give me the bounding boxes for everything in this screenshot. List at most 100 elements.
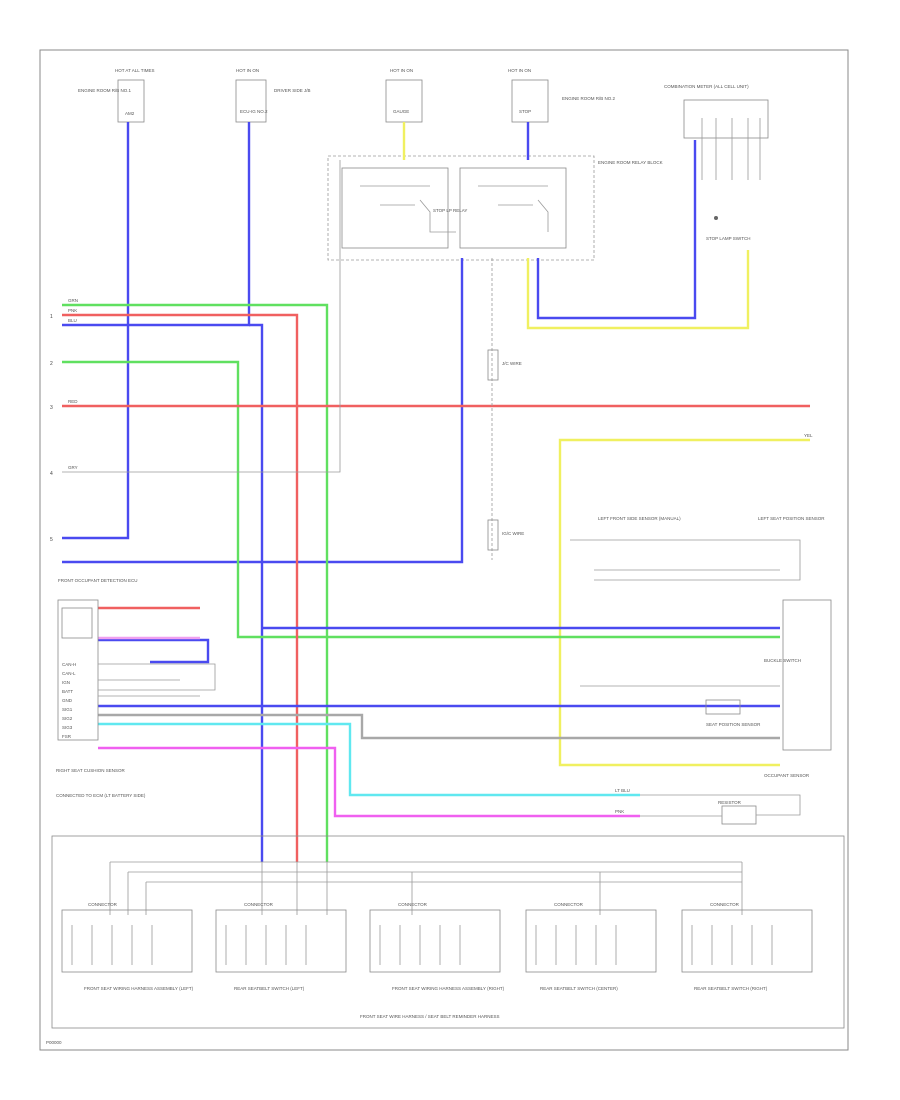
connector-5-box <box>681 909 813 973</box>
fuse-block-2: HOT IN ON DRIVER SIDE J/B ECU-IG NO.2 <box>235 68 311 123</box>
relay-1 <box>341 167 449 249</box>
fuse-1-label: AM2 <box>125 111 135 116</box>
connector-1: CONNECTOR FRONT SEAT WIRING HARNESS ASSE… <box>61 902 194 991</box>
connector-2-box <box>215 909 347 973</box>
relay-block: ENGINE ROOM RELAY BLOCK STOP LP RELAY <box>327 155 663 261</box>
wire-blue-9 <box>98 638 210 664</box>
stop-switch-block: COMBINATION METER (ALL CELL UNIT) STOP L… <box>664 84 769 241</box>
diagram-border <box>39 49 849 1051</box>
connector-5-caption: REAR SEATBELT SWITCH (RIGHT) <box>694 986 768 991</box>
wire-green-2 <box>62 360 780 639</box>
connector-3-caption: FRONT SEAT WIRING HARNESS ASSEMBLY (RIGH… <box>392 986 505 991</box>
fuse-2-label: ECU-IG NO.2 <box>240 109 268 114</box>
connector-5-label: CONNECTOR <box>710 902 740 907</box>
wire-yellow-3 <box>558 438 810 767</box>
stop-switch-contact <box>714 216 718 220</box>
connector-1-label: CONNECTOR <box>88 902 118 907</box>
fuse-4-label: STOP <box>519 109 531 114</box>
junction-b-box <box>487 519 499 551</box>
junction-b-label: IG/C WIRE <box>502 531 524 536</box>
ecu-line-7: SIG2 <box>62 716 73 721</box>
wire-blue-6 <box>536 140 697 320</box>
fuse-4-box <box>511 79 549 123</box>
right-title-b: LEFT SEAT POSITION SENSOR <box>758 516 825 521</box>
connector-2-label: CONNECTOR <box>244 902 274 907</box>
seat-pos-box <box>705 699 741 715</box>
wire-label-red: RED <box>68 399 78 404</box>
left-pin-3: 3 <box>50 405 53 411</box>
wire-label-cyan: LT BLU <box>615 788 630 793</box>
connector-3-box <box>369 909 501 973</box>
relay-label-1: STOP LP RELAY <box>433 208 467 213</box>
connector-4-caption: REAR SEATBELT SWITCH (CENTER) <box>540 986 618 991</box>
resistor-box <box>721 805 757 825</box>
bottom-panel <box>51 835 845 1029</box>
wire-label-blue: BLU <box>68 318 77 323</box>
junction-a-label: J/C WIRE <box>502 361 522 366</box>
wire-cyan-1 <box>98 722 640 797</box>
right-modules: LEFT FRONT SIDE SENSOR (MANUAL) LEFT SEA… <box>570 516 832 825</box>
connector-2: CONNECTOR REAR SEATBELT SWITCH (LEFT) <box>215 902 347 991</box>
fuse-block-1: HOT AT ALL TIMES ENGINE ROOM R/B NO.1 AM… <box>78 68 155 123</box>
connector-3: CONNECTOR FRONT SEAT WIRING HARNESS ASSE… <box>369 902 505 991</box>
ecu-line-4: BATT <box>62 689 73 694</box>
ecu-line-9: FSR <box>62 734 72 739</box>
stop-switch-box <box>683 99 769 139</box>
connector-4-box <box>525 909 657 973</box>
wire-label-green: GRN <box>68 298 78 303</box>
left-pin-2: 2 <box>50 361 53 367</box>
fuse-block-3: HOT IN ON GAUGE <box>385 68 423 123</box>
ecu-title: FRONT OCCUPANT DETECTION ECU <box>58 578 138 583</box>
left-pins: 1 2 3 4 5 <box>50 314 53 543</box>
stop-switch-label: STOP LAMP SWITCH <box>706 236 751 241</box>
ecu-line-5: GND <box>62 698 73 703</box>
left-pin-4: 4 <box>50 471 53 477</box>
connector-2-caption: REAR SEATBELT SWITCH (LEFT) <box>234 986 305 991</box>
wire-magenta-1 <box>98 746 640 818</box>
fuse-block-4: HOT IN ON ENGINE ROOM R/B NO.2 STOP <box>508 68 616 123</box>
connector-3-label: CONNECTOR <box>398 902 428 907</box>
relay-2 <box>459 167 567 249</box>
ecu-inner-box <box>61 607 93 639</box>
fuse-3-box <box>385 79 423 123</box>
wire-yellow-2 <box>526 250 750 330</box>
oc-sensor-label: OCCUPANT SENSOR <box>764 773 810 778</box>
connector-1-box <box>61 909 193 973</box>
fuse-2-side: DRIVER SIDE J/B <box>274 88 311 93</box>
ecu-footer: RIGHT SEAT CUSHION SENSOR <box>56 768 126 773</box>
right-title-a: LEFT FRONT SIDE SENSOR (MANUAL) <box>598 516 681 521</box>
fuse-2-box <box>235 79 267 123</box>
connector-4-label: CONNECTOR <box>554 902 584 907</box>
ecu-line-2: CAN-L <box>62 671 76 676</box>
ecu-line-6: SIG1 <box>62 707 73 712</box>
wire-blue-1 <box>62 122 130 540</box>
connector-1-caption: FRONT SEAT WIRING HARNESS ASSEMBLY (LEFT… <box>84 986 194 991</box>
wire-blue-3 <box>249 323 264 862</box>
ecu-box <box>57 599 99 741</box>
wire-blue-2 <box>62 122 251 327</box>
resistor-label: RESISTOR <box>718 800 742 805</box>
fuse-1-side: ENGINE ROOM R/B NO.1 <box>78 88 132 93</box>
connector-4: CONNECTOR REAR SEATBELT SWITCH (CENTER) <box>525 902 657 991</box>
wire-label-pink: PNK <box>68 308 77 313</box>
wire-label-gray: GRY <box>68 465 78 470</box>
wire-gray-1 <box>98 713 780 740</box>
seat-pos-label: SEAT POSITION SENSOR <box>706 722 761 727</box>
fuse-4-side: ENGINE ROOM R/B NO.2 <box>562 96 616 101</box>
left-note: CONNECTED TO ECM (LT BATTERY SIDE) <box>56 793 146 798</box>
fuse-1-title: HOT AT ALL TIMES <box>115 68 155 73</box>
buckle-label: BUCKLE SWITCH <box>764 658 801 663</box>
ecu-block: FRONT OCCUPANT DETECTION ECU CAN-H CAN-L… <box>56 578 216 773</box>
bottom-caption: FRONT SEAT WIRE HARNESS / SEAT BELT REMI… <box>360 1014 499 1019</box>
relay-block-title: ENGINE ROOM RELAY BLOCK <box>598 160 663 165</box>
fuse-3-title: HOT IN ON <box>390 68 413 73</box>
left-pin-1: 1 <box>50 314 53 320</box>
stop-switch-title: COMBINATION METER (ALL CELL UNIT) <box>664 84 749 89</box>
wire-gray-2 <box>62 160 341 473</box>
right-module-box <box>782 599 832 751</box>
page-id: P00000 <box>46 1040 62 1045</box>
left-pin-5: 5 <box>50 537 53 543</box>
wire-red-1 <box>62 313 299 862</box>
connector-5: CONNECTOR REAR SEATBELT SWITCH (RIGHT) <box>681 902 813 991</box>
